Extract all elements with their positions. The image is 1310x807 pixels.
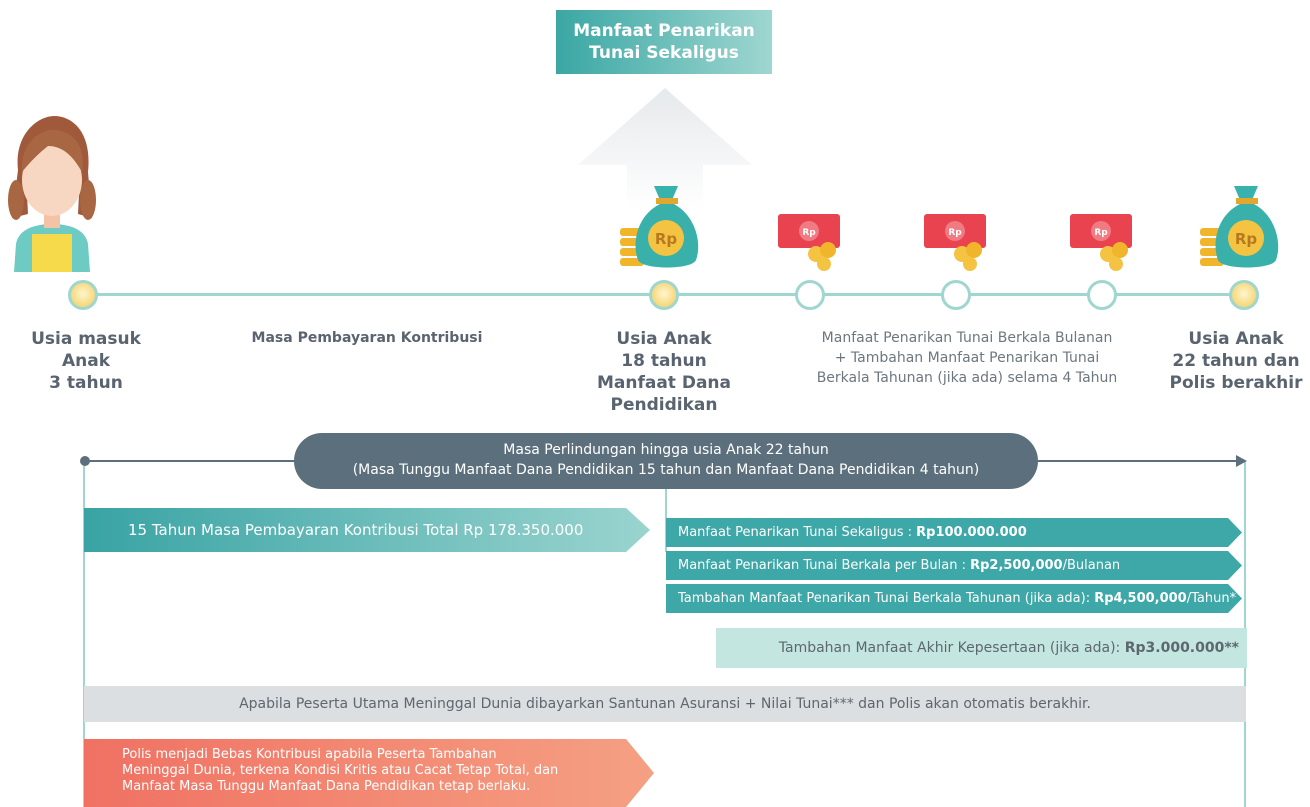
- guide-line-start: [83, 462, 85, 807]
- lump-sum-benefit-bar: Manfaat Penarikan Tunai Sekaligus : Rp10…: [666, 518, 1242, 547]
- svg-text:Rp: Rp: [948, 228, 962, 238]
- timeline-node-periodic-2: [941, 280, 971, 310]
- timeline-node-entry: [68, 280, 98, 310]
- stage-label-periodic: Manfaat Penarikan Tunai Berkala Bulanan …: [816, 330, 1118, 386]
- money-bag-rp-icon: Rp: [620, 186, 699, 268]
- banner-line-1: Manfaat Penarikan: [573, 21, 755, 41]
- protection-start-dot: [80, 456, 90, 466]
- guide-line-age18: [665, 462, 667, 552]
- stage-label-age18: Usia Anak 18 tahun Manfaat Dana Pendidik…: [596, 329, 732, 415]
- lump-sum-banner: Manfaat Penarikan Tunai Sekaligus: [556, 10, 772, 74]
- timeline-node-age18: [649, 280, 679, 310]
- svg-text:Rp: Rp: [655, 230, 678, 248]
- money-bag-rp-icon: Rp: [1200, 186, 1279, 268]
- svg-text:Rp: Rp: [802, 228, 816, 238]
- svg-text:Rp: Rp: [1235, 230, 1258, 248]
- protection-period-pill: Masa Perlindungan hingga usia Anak 22 ta…: [294, 433, 1038, 489]
- timeline-node-periodic-3: [1087, 280, 1117, 310]
- stage-label-entry: Usia masuk Anak 3 tahun: [31, 329, 141, 393]
- contribution-period-bar: 15 Tahun Masa Pembayaran Kontribusi Tota…: [84, 508, 650, 552]
- banknote-coins-icon: Rp: [1070, 214, 1132, 271]
- stage-label-age22: Usia Anak 22 tahun dan Polis berakhir: [1169, 329, 1303, 393]
- banknote-coins-icon: Rp: [778, 214, 840, 271]
- svg-text:Rp: Rp: [1094, 228, 1108, 238]
- death-benefit-bar: Apabila Peserta Utama Meninggal Dunia di…: [84, 686, 1246, 722]
- arrow-up-icon: [578, 88, 752, 210]
- stage-label-payment-period: Masa Pembayaran Kontribusi: [251, 330, 483, 346]
- contribution-waiver-bar: Polis menjadi Bebas Kontribusi apabila P…: [84, 739, 654, 807]
- girl-avatar-icon: [8, 116, 96, 272]
- end-of-membership-benefit: Tambahan Manfaat Akhir Kepesertaan (jika…: [716, 628, 1247, 668]
- timeline-node-periodic-1: [795, 280, 825, 310]
- banner-line-2: Tunai Sekaligus: [589, 43, 739, 63]
- timeline-node-age22: [1229, 280, 1259, 310]
- banknote-coins-icon: Rp: [924, 214, 986, 271]
- monthly-benefit-bar: Manfaat Penarikan Tunai Berkala per Bula…: [666, 551, 1242, 580]
- protection-arrowhead: [1236, 455, 1247, 467]
- yearly-benefit-bar: Tambahan Manfaat Penarikan Tunai Berkala…: [666, 584, 1242, 613]
